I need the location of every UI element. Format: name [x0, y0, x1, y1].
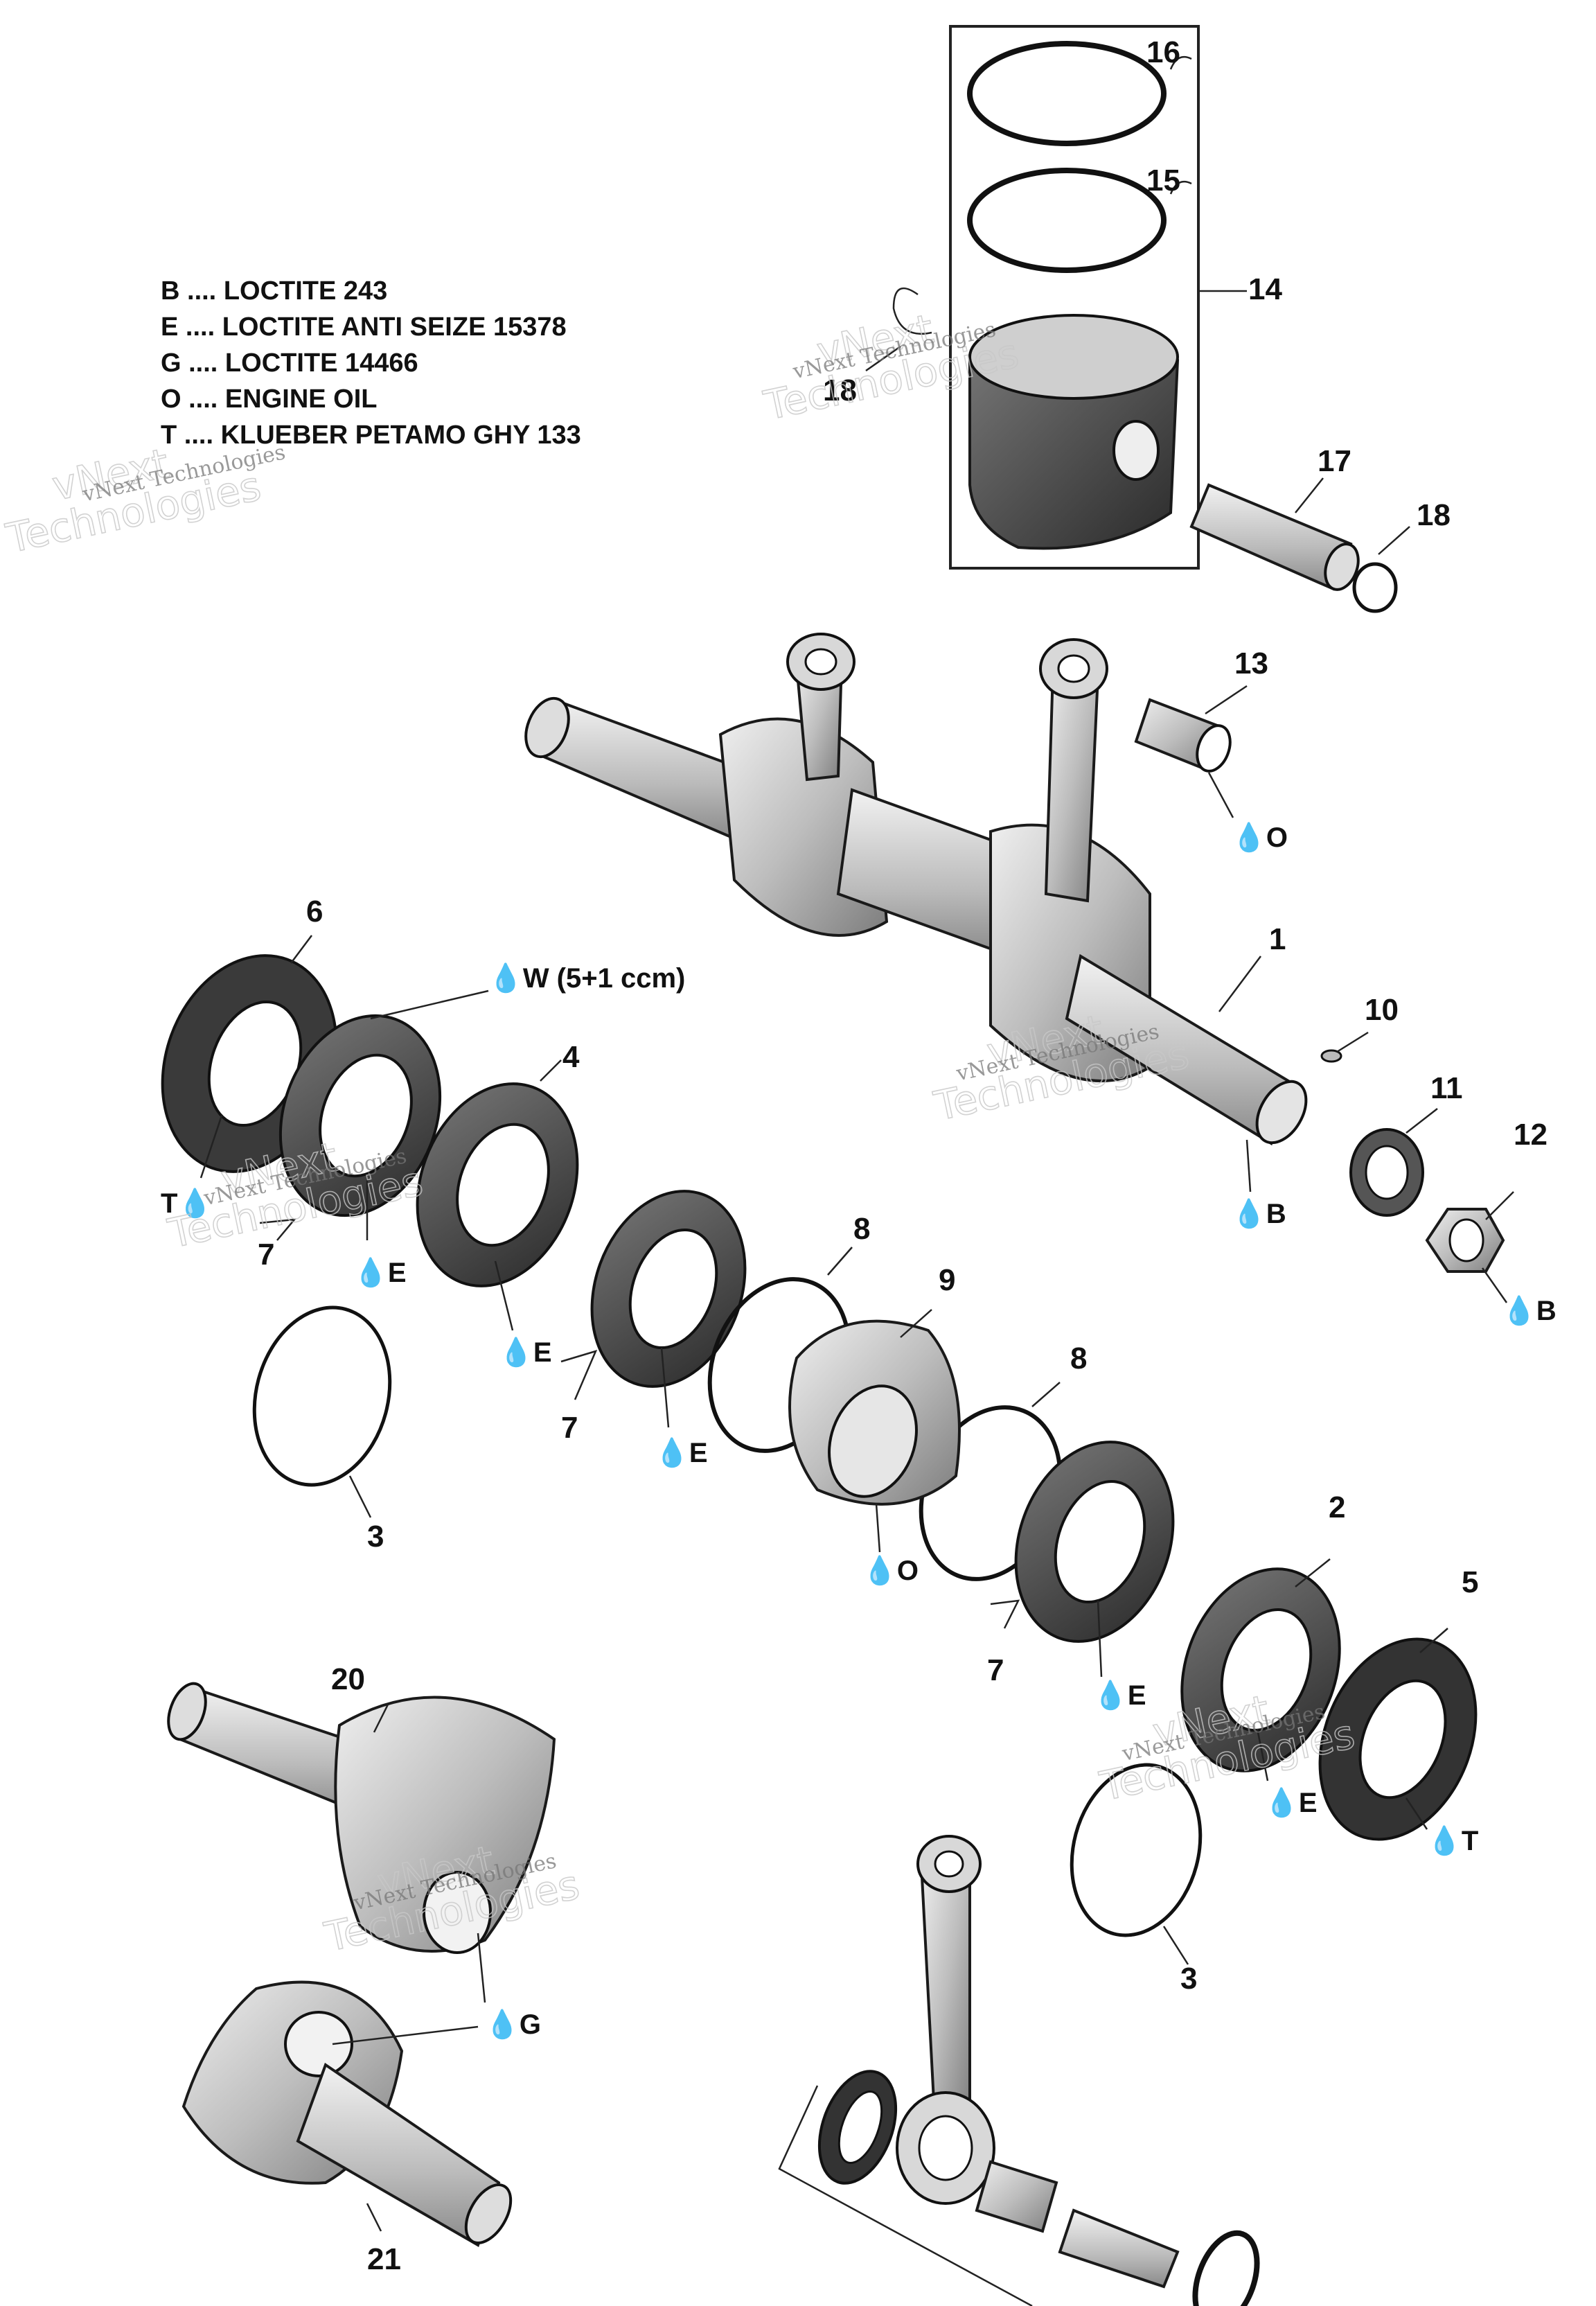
leader-lines: [200, 55, 1514, 2232]
conrod-kit: [778, 1835, 1260, 2306]
legend-row-o: O .... ENGINE OIL: [161, 385, 378, 414]
circlip-18-left: [892, 287, 932, 335]
callout-3-left: 3: [367, 1520, 384, 1554]
callout-5: 5: [1462, 1565, 1478, 1599]
piston-kit-frame: [949, 25, 1200, 570]
marker-e-right: 💧E: [1093, 1679, 1146, 1711]
oil-seal-5: [1318, 1637, 1478, 1841]
callout-12: 12: [1514, 1118, 1548, 1152]
callout-6: 6: [306, 895, 323, 928]
callout-13: 13: [1234, 646, 1268, 680]
callout-numbers: 1 2 3 3 4 5 6 7 7 7 8 8 9 10 11 12 13 14…: [258, 35, 1548, 2276]
legend-row-g: G .... LOCTITE 14466: [161, 349, 418, 378]
bearing-2: [1180, 1567, 1341, 1772]
marker-o-support: 💧O: [862, 1554, 919, 1586]
callout-1: 1: [1269, 922, 1286, 956]
legend: B .... LOCTITE 243 E .... LOCTITE ANTI S…: [161, 276, 581, 450]
callout-7-center: 7: [561, 1411, 578, 1445]
callout-15: 15: [1146, 164, 1180, 197]
marker-e-bearing-2: 💧E: [1264, 1786, 1318, 1818]
callout-11: 11: [1430, 1071, 1463, 1105]
callout-9: 9: [939, 1263, 955, 1297]
callout-7-left: 7: [258, 1238, 274, 1271]
bearing-4: [416, 1082, 579, 1287]
bearing-left-outer: [278, 1014, 442, 1217]
piston-pin-17: [1189, 483, 1360, 591]
callout-2: 2: [1329, 1490, 1345, 1524]
o-ring-3-right: [1070, 1763, 1203, 1937]
callout-16: 16: [1146, 35, 1180, 69]
marker-e-left: 💧E: [353, 1256, 407, 1288]
o-ring-3-left: [252, 1305, 392, 1487]
callout-14: 14: [1248, 272, 1282, 306]
marker-e-bearing-4: 💧E: [499, 1336, 552, 1368]
marker-b-crank: 💧B: [1232, 1197, 1286, 1229]
marker-b-nut: 💧B: [1502, 1294, 1557, 1326]
marker-w-oil-quantity: 💧W (5+1 ccm): [488, 962, 685, 994]
callout-7-right: 7: [987, 1653, 1004, 1687]
piston: [968, 314, 1180, 550]
crankshaft-half-20: [167, 1682, 556, 1954]
marker-e-center: 💧E: [655, 1436, 708, 1468]
marker-o-needle-bearing: 💧O: [1232, 821, 1288, 853]
callout-10: 10: [1365, 993, 1399, 1027]
legend-row-b: B .... LOCTITE 243: [161, 276, 387, 306]
circlip-18-right: [1352, 562, 1398, 613]
callout-20: 20: [331, 1662, 365, 1696]
callout-3-right: 3: [1180, 1962, 1197, 1996]
callout-18-left: 18: [823, 373, 857, 407]
legend-row-e: E .... LOCTITE ANTI SEIZE 15378: [161, 313, 567, 342]
bearing-center: [590, 1190, 747, 1388]
crankshaft-half-21: [181, 1980, 513, 2247]
needle-bearing-13: [1134, 698, 1232, 773]
callout-18-right: 18: [1417, 498, 1451, 532]
marker-t-right: 💧T: [1427, 1824, 1478, 1856]
legend-row-t: T .... KLUEBER PETAMO GHY 133: [161, 421, 581, 450]
crankshaft-assembly-1: [524, 633, 1308, 1146]
marker-g: 💧G: [485, 2008, 541, 2040]
callout-4: 4: [562, 1040, 580, 1074]
lubricant-markers: 💧B 💧B 💧E 💧E 💧E 💧E 💧E 💧G 💧O 💧O T💧 💧T 💧W (…: [161, 821, 1557, 2040]
woodruff-key-10: [1320, 1049, 1342, 1063]
piston-ring-16: [967, 41, 1167, 146]
nut-12: [1425, 1208, 1505, 1273]
callout-8-right: 8: [1070, 1341, 1087, 1375]
marker-t-left: T💧: [161, 1187, 212, 1219]
callout-8-left: 8: [853, 1212, 870, 1246]
piston-ring-15: [967, 168, 1167, 273]
callout-17: 17: [1318, 444, 1351, 478]
bearing-right: [1014, 1441, 1175, 1643]
callout-21: 21: [367, 2242, 401, 2276]
bearing-support-9: [788, 1319, 961, 1506]
washer-11: [1349, 1128, 1424, 1217]
piston-kit: [949, 25, 1200, 570]
